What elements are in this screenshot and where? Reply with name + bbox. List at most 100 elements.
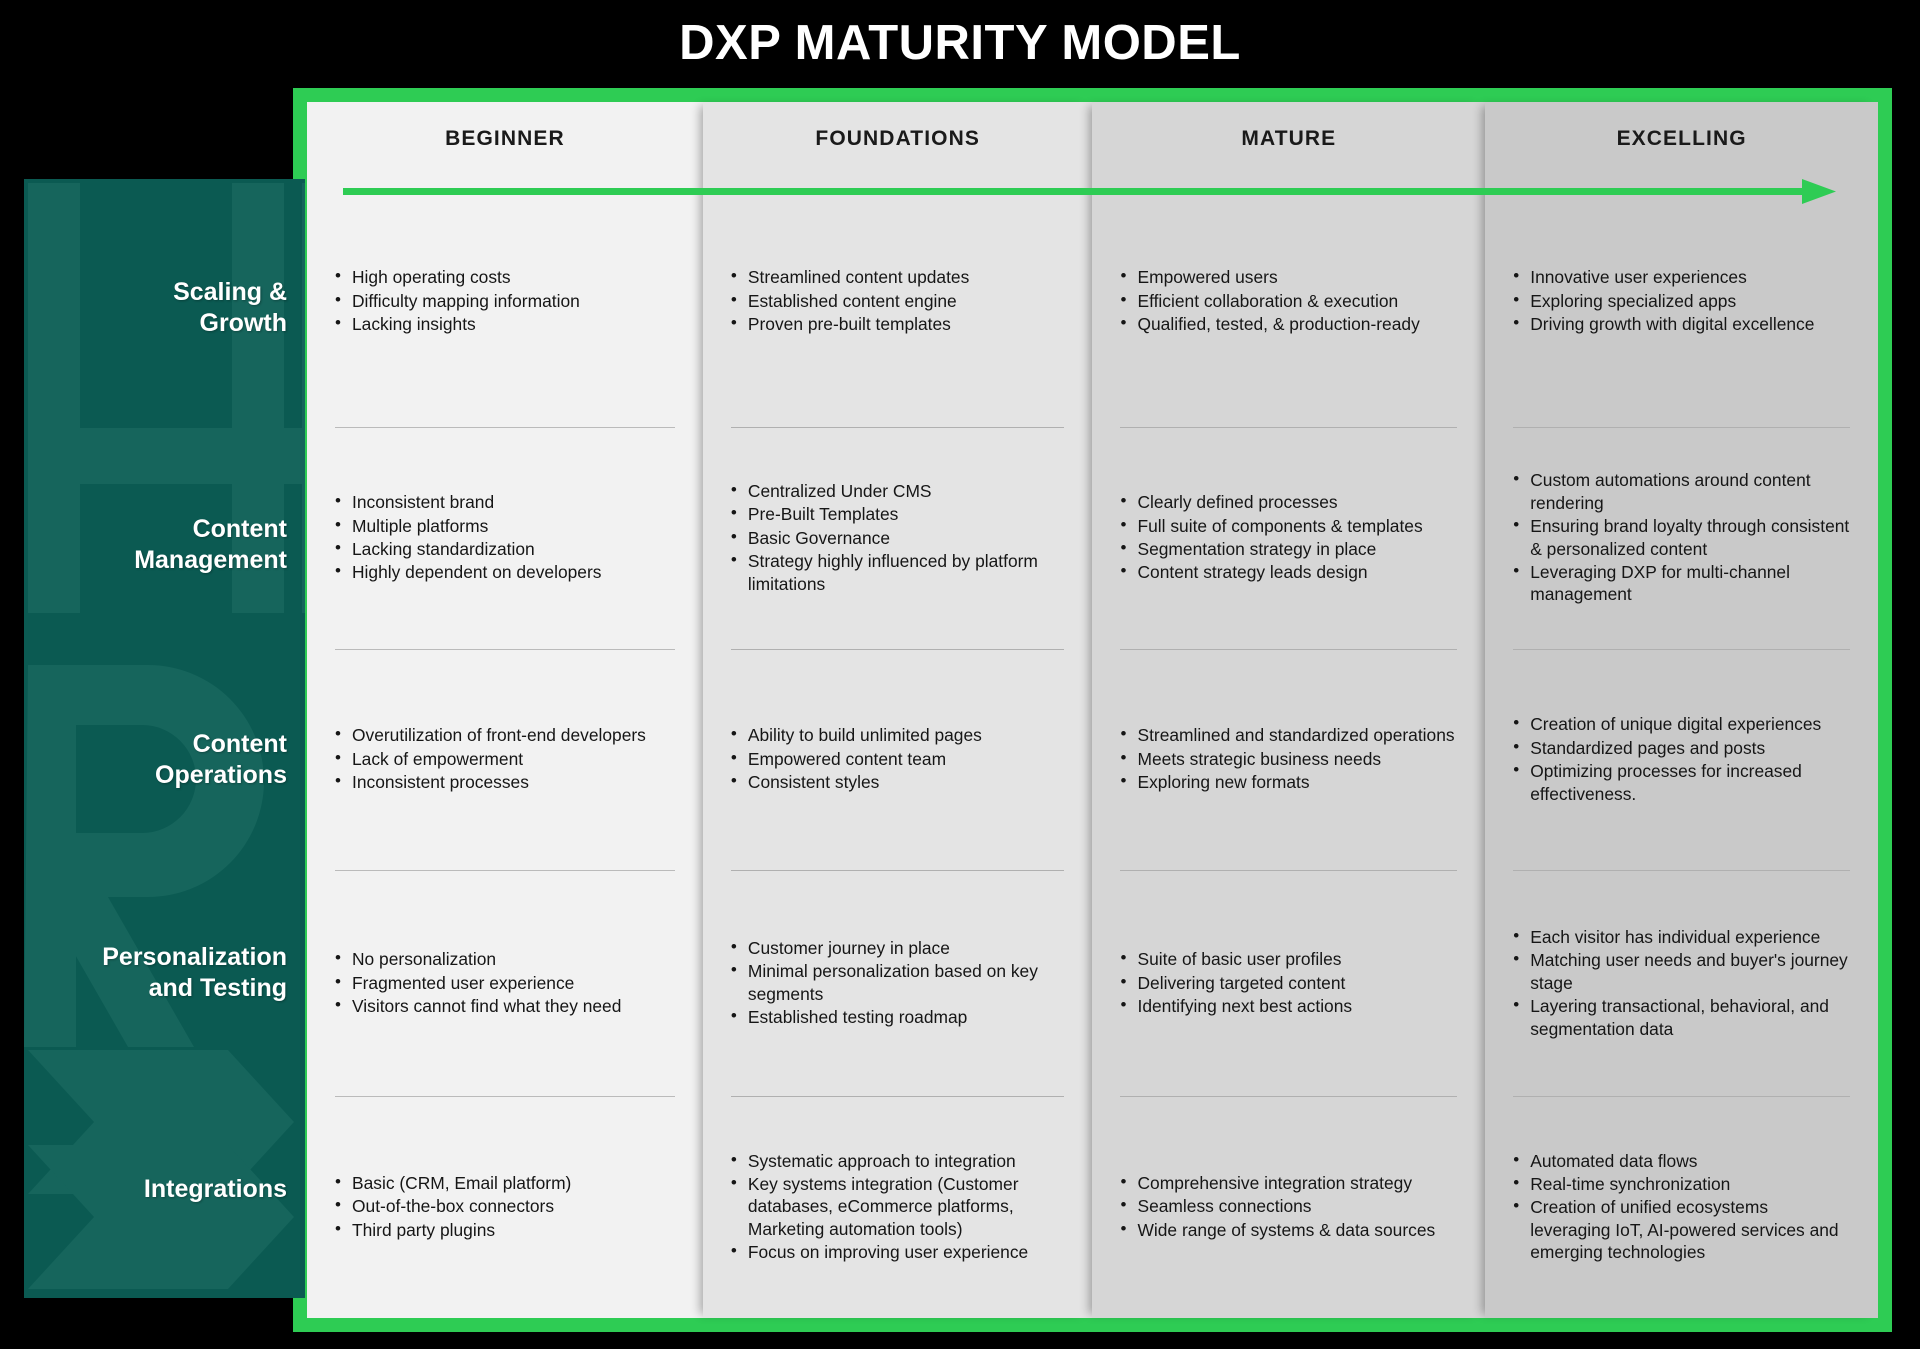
bullet-list: Overutilization of front-end developers … xyxy=(335,723,677,794)
list-item: Leveraging DXP for multi-channel managem… xyxy=(1513,560,1852,606)
column-header-excelling: EXCELLING xyxy=(1616,127,1747,150)
bullet-list: Creation of unique digital experiences S… xyxy=(1513,712,1852,806)
list-item: Identifying next best actions xyxy=(1120,994,1459,1017)
list-item: Empowered content team xyxy=(731,747,1067,770)
row-divider xyxy=(1513,870,1850,872)
list-item: Ability to build unlimited pages xyxy=(731,723,1067,746)
list-item: Standardized pages and posts xyxy=(1513,736,1852,759)
row-divider xyxy=(1513,1096,1850,1098)
cell-excelling-content-operations: Creation of unique digital experiences S… xyxy=(1485,648,1878,871)
row-divider xyxy=(1120,648,1458,650)
bullet-list: Automated data flows Real-time synchroni… xyxy=(1513,1149,1852,1265)
cell-beginner-integrations: Basic (CRM, Email platform) Out-of-the-b… xyxy=(307,1096,703,1318)
sidebar-row-label-line1: Scaling & xyxy=(173,277,287,306)
list-item: Multiple platforms xyxy=(335,514,677,537)
list-item: Basic Governance xyxy=(731,526,1067,549)
list-item: Creation of unique digital experiences xyxy=(1513,712,1852,735)
list-item: Highly dependent on developers xyxy=(335,560,677,583)
list-item: Empowered users xyxy=(1120,265,1459,288)
sidebar-row-label-line2: Management xyxy=(134,545,287,574)
list-item: Streamlined and standardized operations xyxy=(1120,723,1459,746)
sidebar-row-label-line1: Content xyxy=(192,514,287,543)
cell-mature-integrations: Comprehensive integration strategy Seaml… xyxy=(1092,1096,1485,1318)
row-divider xyxy=(335,1096,675,1098)
bullet-list: Systematic approach to integration Key s… xyxy=(731,1149,1067,1265)
row-divider xyxy=(335,870,675,872)
column-body-mature: Empowered users Efficient collaboration … xyxy=(1092,176,1485,1318)
sidebar-row-label-line1: Content xyxy=(192,729,287,758)
cell-mature-content-management: Clearly defined processes Full suite of … xyxy=(1092,427,1485,649)
bullet-list: Suite of basic user profiles Delivering … xyxy=(1120,947,1459,1018)
matrix-columns: BEGINNER High operating costs Difficulty… xyxy=(307,102,1878,1318)
column-header-beginner: BEGINNER xyxy=(445,127,565,150)
cell-excelling-scaling-growth: Innovative user experiences Exploring sp… xyxy=(1485,176,1878,427)
title-bar: DXP MATURITY MODEL xyxy=(0,0,1920,85)
list-item: Visitors cannot find what they need xyxy=(335,994,677,1017)
sidebar-row-content-management: Content Management xyxy=(24,436,305,653)
list-item: High operating costs xyxy=(335,265,677,288)
list-item: No personalization xyxy=(335,947,677,970)
list-item: Clearly defined processes xyxy=(1120,490,1459,513)
list-item: Exploring new formats xyxy=(1120,770,1459,793)
list-item: Content strategy leads design xyxy=(1120,560,1459,583)
list-item: Automated data flows xyxy=(1513,1149,1852,1172)
column-mature: MATURE Empowered users Efficient collabo… xyxy=(1092,102,1486,1318)
bullet-list: Basic (CRM, Email platform) Out-of-the-b… xyxy=(335,1171,677,1242)
list-item: Creation of unified ecosystems leveragin… xyxy=(1513,1195,1852,1263)
list-item: Seamless connections xyxy=(1120,1194,1459,1217)
row-divider xyxy=(335,648,675,650)
list-item: Consistent styles xyxy=(731,770,1067,793)
list-item: Lacking insights xyxy=(335,312,677,335)
list-item: Out-of-the-box connectors xyxy=(335,1194,677,1217)
list-item: Established content engine xyxy=(731,289,1067,312)
cell-mature-scaling-growth: Empowered users Efficient collaboration … xyxy=(1092,176,1485,427)
cell-beginner-content-operations: Overutilization of front-end developers … xyxy=(307,648,703,871)
cell-excelling-content-management: Custom automations around content render… xyxy=(1485,427,1878,649)
list-item: Qualified, tested, & production-ready xyxy=(1120,312,1459,335)
row-divider xyxy=(1120,427,1458,429)
list-item: Key systems integration (Customer databa… xyxy=(731,1172,1067,1240)
row-divider xyxy=(730,870,1065,872)
cell-mature-content-operations: Streamlined and standardized operations … xyxy=(1092,648,1485,871)
list-item: Innovative user experiences xyxy=(1513,265,1852,288)
bullet-list: Clearly defined processes Full suite of … xyxy=(1120,490,1459,585)
list-item: Inconsistent brand xyxy=(335,490,677,513)
cell-beginner-scaling-growth: High operating costs Difficulty mapping … xyxy=(307,176,703,427)
list-item: Comprehensive integration strategy xyxy=(1120,1171,1459,1194)
row-divider xyxy=(1120,870,1458,872)
bullet-list: Inconsistent brand Multiple platforms La… xyxy=(335,490,677,585)
column-body-excelling: Innovative user experiences Exploring sp… xyxy=(1485,176,1878,1318)
column-header-foundations: FOUNDATIONS xyxy=(815,127,980,150)
list-item: Efficient collaboration & execution xyxy=(1120,289,1459,312)
cell-beginner-personalization-testing: No personalization Fragmented user exper… xyxy=(307,870,703,1096)
column-beginner: BEGINNER High operating costs Difficulty… xyxy=(307,102,703,1318)
list-item: Inconsistent processes xyxy=(335,770,677,793)
list-item: Lack of empowerment xyxy=(335,747,677,770)
list-item: Full suite of components & templates xyxy=(1120,514,1459,537)
row-divider xyxy=(730,648,1065,650)
sidebar-row-label-line2: and Testing xyxy=(148,974,287,1003)
list-item: Overutilization of front-end developers xyxy=(335,723,677,746)
cell-foundations-content-operations: Ability to build unlimited pages Empower… xyxy=(703,648,1093,871)
sidebar-row-content-operations: Content Operations xyxy=(24,653,305,866)
cell-foundations-personalization-testing: Customer journey in place Minimal person… xyxy=(703,870,1093,1096)
list-item: Third party plugins xyxy=(335,1218,677,1241)
list-item: Layering transactional, behavioral, and … xyxy=(1513,994,1852,1040)
list-item: Pre-Built Templates xyxy=(731,502,1067,525)
sidebar-row-personalization-testing: Personalization and Testing xyxy=(24,866,305,1081)
row-divider xyxy=(730,1096,1065,1098)
list-item: Proven pre-built templates xyxy=(731,312,1067,335)
sidebar-row-scaling-growth: Scaling & Growth xyxy=(24,179,305,436)
bullet-list: Customer journey in place Minimal person… xyxy=(731,936,1067,1030)
brand-watermark-icon xyxy=(24,183,305,1289)
list-item: Lacking standardization xyxy=(335,537,677,560)
bullet-list: Innovative user experiences Exploring sp… xyxy=(1513,265,1852,336)
list-item: Basic (CRM, Email platform) xyxy=(335,1171,677,1194)
cell-excelling-personalization-testing: Each visitor has individual experience M… xyxy=(1485,870,1878,1096)
list-item: Focus on improving user experience xyxy=(731,1240,1067,1263)
cell-excelling-integrations: Automated data flows Real-time synchroni… xyxy=(1485,1096,1878,1318)
list-item: Driving growth with digital excellence xyxy=(1513,312,1852,335)
list-item: Difficulty mapping information xyxy=(335,289,677,312)
maturity-matrix-frame: BEGINNER High operating costs Difficulty… xyxy=(293,88,1892,1332)
bullet-list: Ability to build unlimited pages Empower… xyxy=(731,723,1067,794)
